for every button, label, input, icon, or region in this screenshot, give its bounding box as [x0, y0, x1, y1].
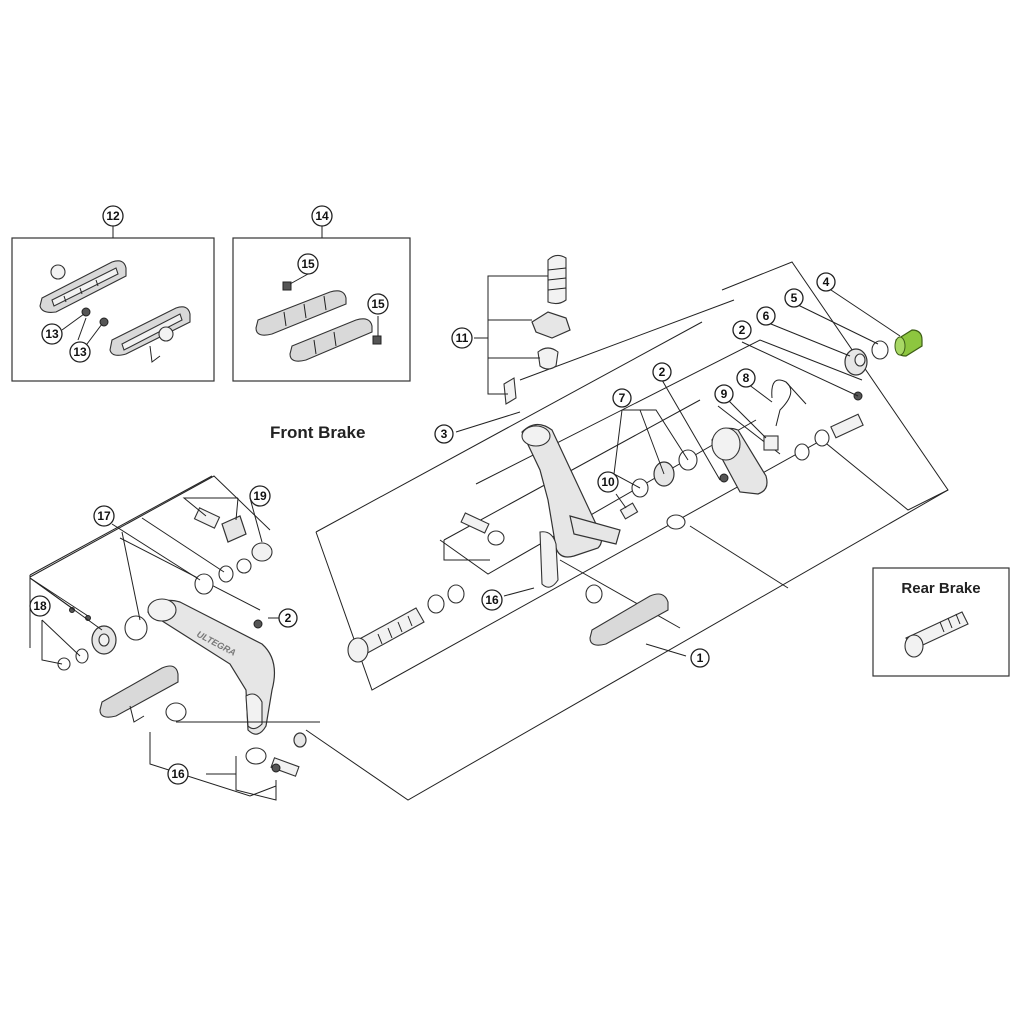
- svg-text:5: 5: [791, 291, 798, 305]
- center-bolt: [347, 607, 425, 663]
- adjust-nut-6: [844, 348, 868, 376]
- svg-text:2: 2: [739, 323, 746, 337]
- callout-10: 10: [597, 471, 619, 493]
- svg-text:4: 4: [823, 275, 830, 289]
- spacer-center: [447, 584, 465, 604]
- inset-box-12: [11, 224, 215, 382]
- svg-text:12: 12: [106, 209, 120, 223]
- svg-text:13: 13: [73, 345, 87, 359]
- brake-pad-insert-upper: [255, 290, 347, 336]
- callout-9: 9: [714, 384, 734, 404]
- callout-13-lower: 13: [69, 341, 91, 363]
- brake-shoe-cartridge-lower: [109, 306, 191, 363]
- assembly-frame-lines: [29, 261, 949, 801]
- callout-3: 3: [434, 424, 454, 444]
- washer-17b: [218, 565, 234, 583]
- svg-text:16: 16: [485, 593, 499, 607]
- svg-text:11: 11: [456, 331, 469, 345]
- leader-lines: [29, 275, 901, 801]
- svg-text:1: 1: [697, 651, 704, 665]
- callout-11: 11: [451, 327, 473, 349]
- callout-19: 19: [249, 485, 271, 507]
- adjusting-nut-stack: [631, 449, 698, 498]
- shoe-fixing-bolt-lower: [270, 757, 300, 777]
- brake-shoe-front-lower: [99, 665, 187, 723]
- callout-14: 14: [311, 205, 333, 227]
- svg-text:14: 14: [315, 209, 329, 223]
- caliper-arm-upper: [521, 423, 621, 588]
- washer-center-1: [427, 594, 445, 614]
- brake-shoe-cartridge-upper: [39, 260, 127, 313]
- svg-text:19: 19: [253, 489, 267, 503]
- callout-8: 8: [736, 368, 756, 388]
- svg-text:10: 10: [601, 475, 615, 489]
- return-spring: [771, 379, 807, 427]
- screw-18: [57, 657, 71, 671]
- rear-brake-label: Rear Brake: [901, 580, 980, 597]
- washer-right: [814, 429, 830, 447]
- set-screw-10: [619, 502, 639, 520]
- svg-text:8: 8: [743, 371, 750, 385]
- svg-text:7: 7: [619, 391, 626, 405]
- brake-shoe-front-upper: [585, 584, 669, 646]
- callout-16-upper: 16: [481, 589, 503, 611]
- caliper-pivot-arm: [711, 427, 768, 495]
- callout-6: 6: [756, 306, 776, 326]
- brake-pad-insert-lower: [289, 318, 373, 362]
- washer-17a: [194, 573, 214, 595]
- svg-text:2: 2: [285, 611, 292, 625]
- rear-mounting-bolt: [904, 611, 969, 658]
- callout-2-center: 2: [652, 362, 672, 382]
- spring-pin: [763, 435, 779, 451]
- callout-16-lower: 16: [167, 763, 189, 785]
- inset-box-rear-brake: Rear Brake: [872, 567, 1010, 677]
- callout-7: 7: [612, 388, 632, 408]
- front-brake-label: Front Brake: [270, 423, 365, 442]
- callout-2-right: 2: [732, 320, 752, 340]
- washer-center-2: [666, 514, 686, 530]
- nut-lower: [293, 732, 307, 748]
- callout-5: 5: [784, 288, 804, 308]
- pad-screw-upper: [282, 281, 292, 291]
- svg-text:18: 18: [33, 599, 47, 613]
- svg-text:13: 13: [45, 327, 59, 341]
- callout-4: 4: [816, 272, 836, 292]
- callout-15-upper: 15: [297, 253, 319, 275]
- pivot-bushing-left: [91, 625, 117, 655]
- svg-text:16: 16: [171, 767, 185, 781]
- callout-18: 18: [29, 595, 51, 617]
- small-screw-2-lower: [253, 619, 263, 629]
- svg-text:3: 3: [441, 427, 448, 441]
- inset-box-14: [232, 224, 411, 382]
- shoe-fixing-bolt-upper: [460, 512, 505, 546]
- adjuster-19: [193, 507, 273, 574]
- callout-15-lower: 15: [367, 293, 389, 315]
- callout-13-upper: 13: [41, 323, 63, 345]
- callout-12: 12: [102, 205, 124, 227]
- svg-text:15: 15: [371, 297, 385, 311]
- highlighted-part-4: [894, 329, 923, 357]
- washer-16-lower: [245, 747, 267, 765]
- svg-text:2: 2: [659, 365, 666, 379]
- callout-2-lower: 2: [278, 608, 298, 628]
- cable-adjuster-assembly: [503, 254, 571, 405]
- callout-17: 17: [93, 505, 115, 527]
- pivot-bolt-right: [830, 413, 864, 439]
- washer-18: [75, 648, 89, 664]
- svg-text:15: 15: [301, 257, 315, 271]
- svg-text:9: 9: [721, 387, 728, 401]
- pad-screw-lower: [372, 335, 382, 345]
- washer-17c: [124, 615, 148, 641]
- bushing-2: [794, 443, 810, 461]
- washer-5: [871, 340, 889, 360]
- svg-text:6: 6: [763, 309, 770, 323]
- svg-text:17: 17: [97, 509, 111, 523]
- callout-1: 1: [690, 648, 710, 668]
